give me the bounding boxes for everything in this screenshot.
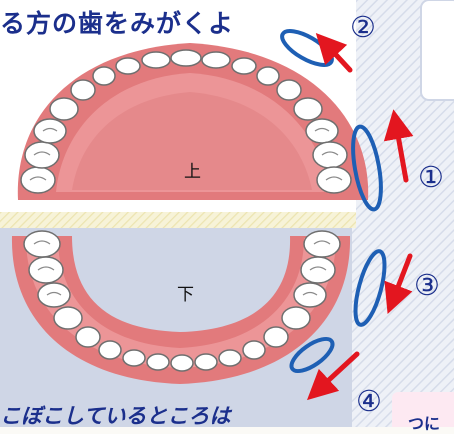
bottom-right-card — [392, 392, 454, 432]
divider-strip — [0, 212, 356, 228]
upper-jaw — [17, 43, 369, 200]
focus-oval-1 — [351, 124, 383, 212]
arrow-3 — [384, 253, 413, 314]
bottom-caption: こぼこしているところは — [0, 404, 231, 428]
step-number-4: ④ — [356, 384, 382, 418]
lower-jaw-label: 下 — [177, 285, 194, 305]
arrow-4 — [306, 351, 360, 401]
instruction-title: る方の歯をみがくよ — [0, 9, 235, 38]
upper-jaw-label: 上 — [184, 162, 201, 182]
corner-caption: つに — [408, 414, 441, 433]
arrow-1 — [383, 109, 414, 183]
focus-oval-4 — [289, 336, 335, 374]
lower-jaw — [11, 230, 351, 384]
step-number-1: ① — [418, 160, 444, 194]
step-number-2: ② — [350, 10, 376, 44]
arrow-2 — [315, 32, 353, 73]
top-right-card — [420, 0, 454, 101]
step-number-3: ③ — [414, 268, 440, 302]
focus-oval-3 — [353, 249, 387, 327]
